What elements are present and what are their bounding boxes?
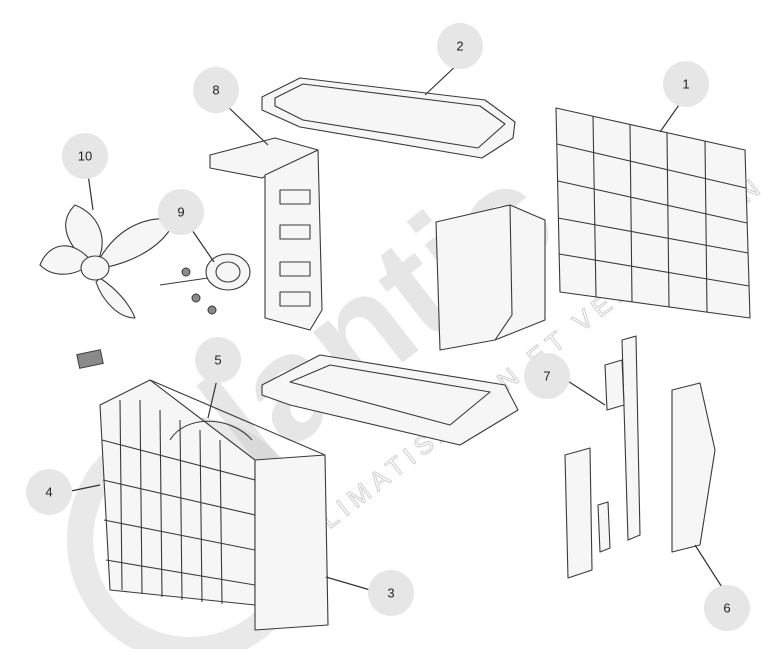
part-9-fan-motor: [159, 253, 251, 315]
callout-1: 1: [663, 61, 709, 107]
callout-label: 9: [177, 205, 184, 220]
callout-label: 3: [387, 586, 394, 601]
callout-label: 4: [45, 485, 52, 500]
callout-5: 5: [195, 337, 241, 383]
callout-label: 7: [543, 369, 550, 384]
part-5-fan-guard: [169, 420, 253, 441]
part-8-motor-bracket: [209, 137, 323, 331]
callout-7: 7: [524, 353, 570, 399]
callout-2: 2: [437, 23, 483, 69]
base-pan: [261, 354, 519, 446]
callout-8: 8: [193, 67, 239, 113]
callout-label: 10: [78, 149, 92, 164]
callout-10: 10: [62, 133, 108, 179]
part-1-rear-grille: [555, 107, 751, 319]
part-2-top-cover: [261, 77, 516, 159]
part-10-fan-propeller: [39, 204, 176, 319]
callout-label: 5: [214, 353, 221, 368]
callout-6: 6: [704, 585, 750, 631]
callout-label: 8: [212, 83, 219, 98]
part-7-side-rails: [564, 335, 641, 579]
small-clip: [76, 349, 104, 369]
callout-label: 6: [723, 601, 730, 616]
part-3-front-casing: [149, 379, 329, 631]
callout-3: 3: [368, 570, 414, 616]
callout-9: 9: [158, 189, 204, 235]
callout-label: 1: [682, 77, 689, 92]
rear-side-panel: [435, 204, 546, 351]
callout-label: 2: [456, 39, 463, 54]
callout-4: 4: [26, 469, 72, 515]
part-6-side-panel: [671, 382, 716, 553]
